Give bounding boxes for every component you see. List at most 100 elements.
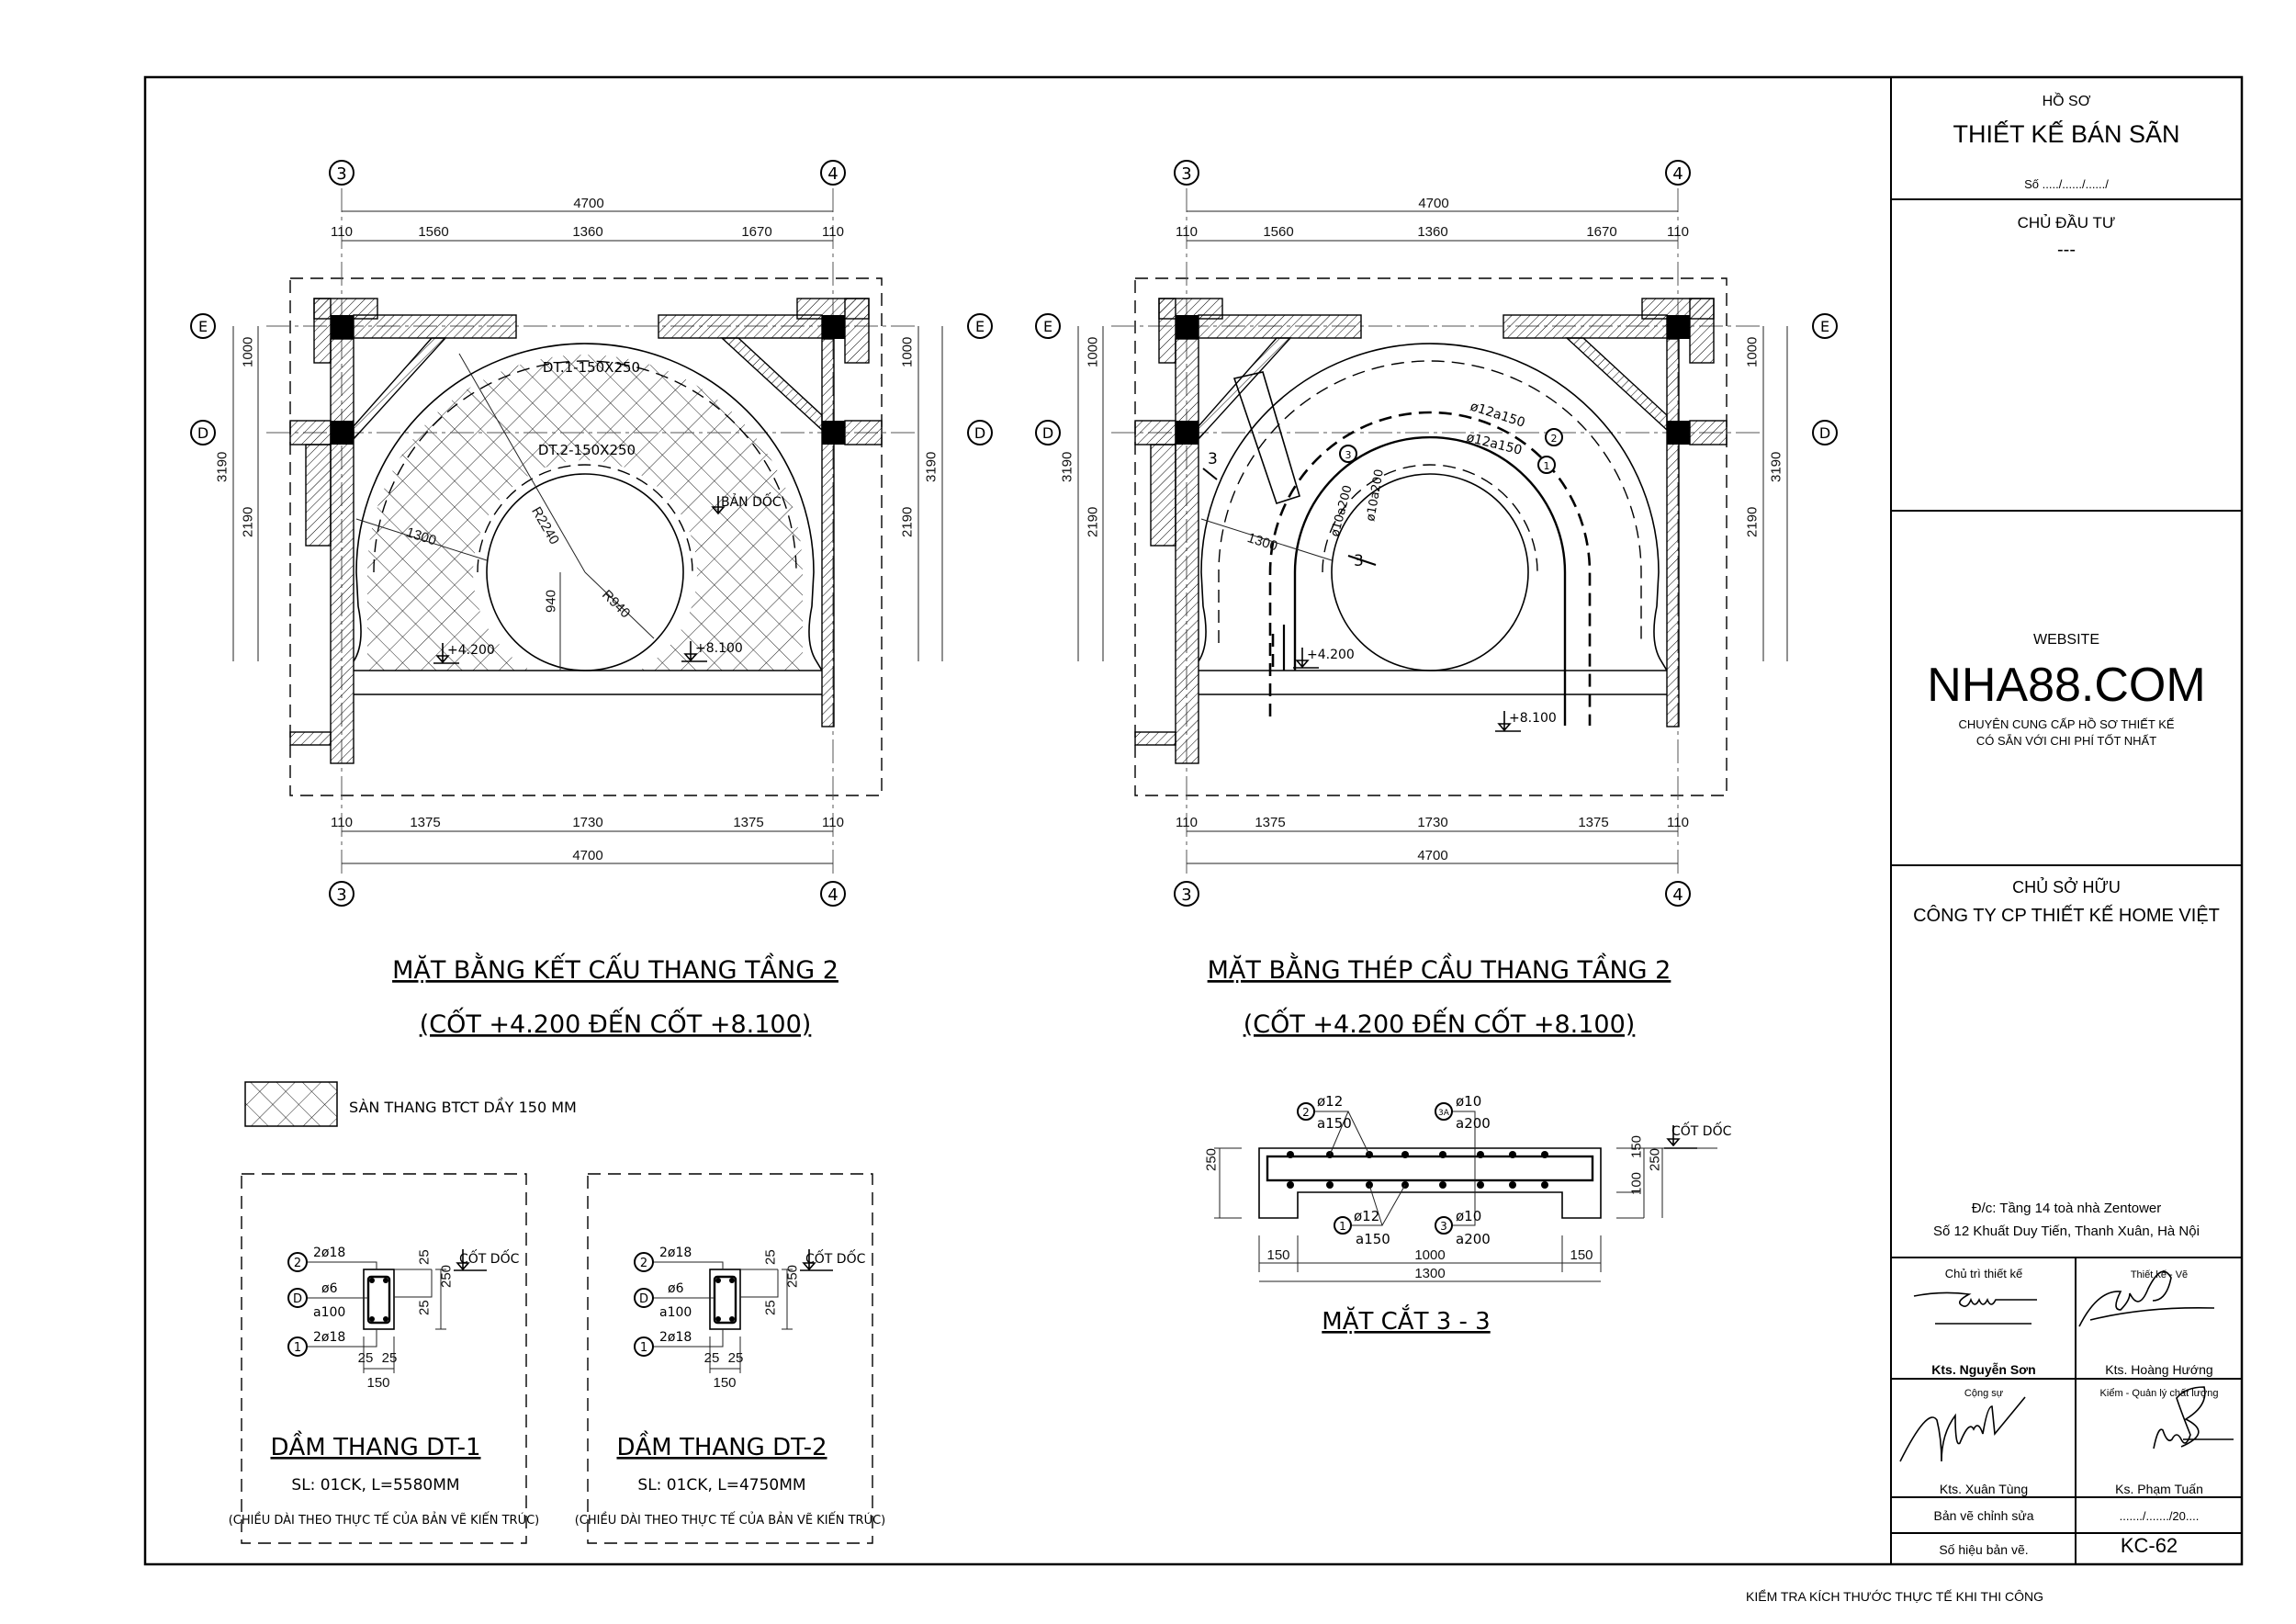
level-label: CỐT DỐC bbox=[805, 1249, 866, 1267]
rebar-top: 2ø18 bbox=[313, 1246, 345, 1260]
beam-note: (CHIỀU DÀI THEO THỰC TẾ CỦA BẢN VẼ KIẾN … bbox=[229, 1512, 540, 1528]
dim-cover: 25 bbox=[704, 1350, 720, 1366]
dim-cover: 25 bbox=[417, 1249, 433, 1265]
grid-label-d: D bbox=[1819, 424, 1830, 442]
rebar-no-1: 1 bbox=[1339, 1220, 1346, 1233]
structure-plan: 4700 110 1560 1360 1670 110 110 1375 173… bbox=[190, 160, 993, 1039]
signature bbox=[1899, 1270, 2234, 1462]
dim-side-upper: 1000 bbox=[1085, 337, 1100, 367]
legend: SÀN THANG BTCT DẦY 150 MM bbox=[244, 1081, 577, 1127]
signer-name: Kts. Nguyễn Sơn bbox=[1931, 1362, 2035, 1377]
rebar-dia-3a: ø10 bbox=[1456, 1093, 1481, 1110]
dim-150: 150 bbox=[1570, 1247, 1593, 1263]
dim-side-total: 3190 bbox=[214, 452, 230, 482]
dim-side-lower: 2190 bbox=[240, 507, 255, 537]
section-title: MẶT CẮT 3 - 3 bbox=[1322, 1303, 1490, 1336]
rebar-dia-1: ø12 bbox=[1354, 1208, 1379, 1224]
website-label: WEBSITE bbox=[2033, 632, 2099, 648]
grid-label-3: 3 bbox=[1181, 164, 1191, 184]
dim-side-total: 3190 bbox=[1059, 452, 1075, 482]
dim-total-bottom: 4700 bbox=[572, 848, 602, 863]
rebar-no-2: 2 bbox=[1551, 433, 1558, 445]
grid-label-e: E bbox=[1820, 318, 1829, 335]
dim-w: 150 bbox=[713, 1375, 736, 1391]
dim-side-lower: 2190 bbox=[899, 507, 915, 537]
beam-detail-dt1: 2 D 1 2ø18 ø6 a100 2ø18 CỐT DỐC 250 25 2… bbox=[229, 1173, 540, 1544]
revision-value: ......./......./20.... bbox=[2120, 1509, 2200, 1523]
rebar-spacing-2: a150 bbox=[1317, 1115, 1352, 1132]
beam-label-dt2: DT.2-150X250 bbox=[538, 442, 636, 458]
footer-note: KIỂM TRA KÍCH THƯỚC THỰC TẾ KHI THI CÔNG bbox=[1746, 1588, 2043, 1604]
dim-edge: 110 bbox=[1667, 815, 1689, 830]
dim-top-2: 1360 bbox=[1417, 224, 1447, 240]
dim-bottom-2: 1730 bbox=[572, 815, 602, 830]
level-low: +4.200 bbox=[1307, 648, 1355, 662]
dim-side-total: 3190 bbox=[923, 452, 939, 482]
owner-value: CÔNG TY CP THIẾT KẾ HOME VIỆT bbox=[1913, 905, 2220, 926]
sheet-frame bbox=[143, 75, 2244, 1566]
grid-label-d: D bbox=[1042, 424, 1053, 442]
beam-title: DẦM THANG DT-2 bbox=[616, 1429, 827, 1461]
rebar-bottom: 2ø18 bbox=[659, 1330, 692, 1345]
plan-subtitle: (CỐT +4.200 ĐẾN CỐT +8.100) bbox=[1244, 1007, 1636, 1039]
dim-150: 150 bbox=[1628, 1135, 1644, 1158]
grid-label-4: 4 bbox=[1672, 164, 1683, 184]
rebar-label-2: ø12a150 bbox=[1469, 400, 1527, 431]
beam-qty: SL: 01CK, L=5580MM bbox=[291, 1476, 459, 1494]
rebar-stirrup-spacing: a100 bbox=[313, 1305, 345, 1320]
signer-name: Ks. Phạm Tuấn bbox=[2115, 1482, 2203, 1496]
beam-detail-dt2: 2 D 1 2ø18 ø6 a100 2ø18 CỐT DỐC 250 25 2… bbox=[575, 1173, 885, 1544]
dim-edge: 110 bbox=[1176, 815, 1198, 830]
dim-w: 150 bbox=[366, 1375, 389, 1391]
dim-100: 100 bbox=[1628, 1172, 1644, 1195]
grid-label-4: 4 bbox=[827, 164, 838, 184]
grid-label-3: 3 bbox=[336, 164, 346, 184]
rebar-no-stirrup: D bbox=[293, 1292, 302, 1306]
tagline: CÓ SẴN VỚI CHI PHÍ TỐT NHẤT bbox=[1976, 734, 2156, 748]
grid-label-3: 3 bbox=[1181, 885, 1191, 905]
rebar-no-3: 3 bbox=[1440, 1220, 1447, 1233]
dim-top-1: 1560 bbox=[1263, 224, 1293, 240]
dim-250: 250 bbox=[1203, 1148, 1219, 1171]
legend-hatch-swatch bbox=[244, 1081, 338, 1127]
dim-edge: 110 bbox=[822, 224, 844, 240]
dim-1000: 1000 bbox=[1414, 1247, 1445, 1263]
dim-side-upper: 1000 bbox=[1744, 337, 1760, 367]
dim-bottom-1: 1375 bbox=[410, 815, 440, 830]
dim-h: 250 bbox=[438, 1265, 454, 1288]
rebar-label-3a: ø10a200 bbox=[1328, 484, 1355, 538]
address-line: Đ/c: Tầng 14 toà nhà Zentower bbox=[1972, 1201, 2162, 1216]
dim-total-top: 4700 bbox=[573, 196, 603, 211]
dim-total-bottom: 4700 bbox=[1417, 848, 1447, 863]
sheet-number: KC-62 bbox=[2121, 1534, 2178, 1557]
grid-label-e: E bbox=[1043, 318, 1052, 335]
dim-bottom-3: 1375 bbox=[733, 815, 763, 830]
rebar-no-3: 3 bbox=[1345, 449, 1352, 461]
dim-cover: 25 bbox=[763, 1249, 779, 1265]
dim-top-3: 1670 bbox=[1586, 224, 1616, 240]
beam-title: DẦM THANG DT-1 bbox=[270, 1429, 480, 1461]
dim-1300: 1300 bbox=[1414, 1266, 1445, 1281]
dim-bottom-2: 1730 bbox=[1417, 815, 1447, 830]
rebar-top: 2ø18 bbox=[659, 1246, 692, 1260]
investor-value: --- bbox=[2057, 240, 2076, 260]
website-logo: NHA88.COM bbox=[1927, 659, 2205, 712]
beam-label-dt1: DT.1-150X250 bbox=[543, 359, 640, 376]
plan-title: MẶT BẰNG THÉP CẦU THANG TẦNG 2 bbox=[1208, 953, 1671, 985]
signer-name: Kts. Xuân Tùng bbox=[1940, 1482, 2028, 1496]
investor-label: CHỦ ĐẦU TƯ bbox=[2018, 214, 2116, 231]
rebar-label-3: ø10a200 bbox=[1364, 468, 1387, 523]
dim-total-top: 4700 bbox=[1418, 196, 1448, 211]
rebar-dia-2: ø12 bbox=[1317, 1093, 1343, 1110]
slab-hatch bbox=[367, 355, 803, 671]
dim-edge: 110 bbox=[822, 815, 844, 830]
rebar-dia-3: ø10 bbox=[1456, 1208, 1481, 1224]
legend-label: SÀN THANG BTCT DẦY 150 MM bbox=[349, 1097, 577, 1116]
rebar-stirrup: ø6 bbox=[321, 1281, 338, 1296]
grid-label-e: E bbox=[198, 318, 208, 335]
section-mark: 3 bbox=[1208, 450, 1218, 468]
doc-number: Số ...../....../....../ bbox=[2024, 177, 2109, 191]
sheet-number-label: Số hiệu bản vẽ. bbox=[1939, 1542, 2028, 1557]
dim-cover: 25 bbox=[763, 1300, 779, 1315]
